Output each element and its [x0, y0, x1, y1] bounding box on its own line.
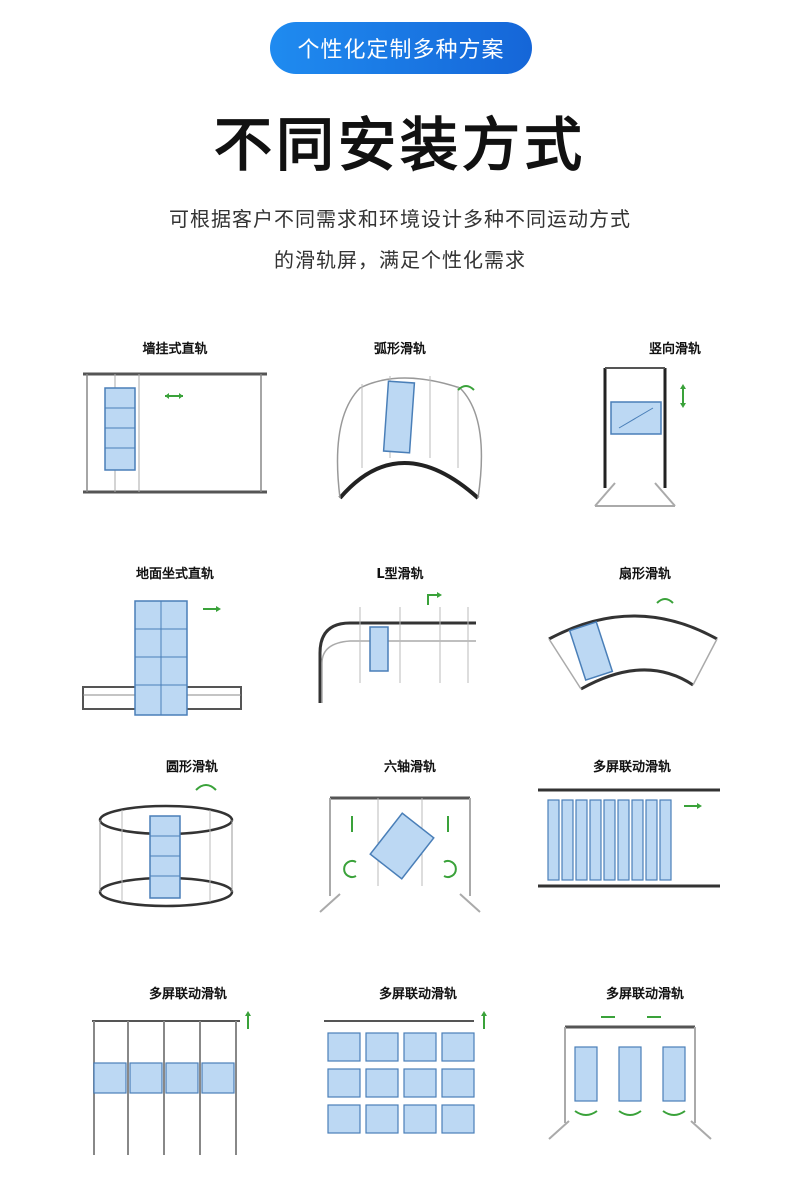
- item-label: 多屏联动滑轨: [378, 987, 457, 1002]
- item-label: 多屏联动滑轨: [605, 987, 684, 1002]
- l-shaped-rail-icon: [318, 592, 476, 703]
- item-label: L型滑轨: [376, 567, 424, 582]
- subtitle-line-2: 的滑轨屏，满足个性化需求: [274, 248, 526, 272]
- item-wall-straight-rail: 墙挂式直轨: [75, 338, 275, 538]
- arc-rail-icon: [336, 376, 483, 500]
- vertical-rail-icon: [594, 367, 686, 507]
- item-six-axis-rail: 六轴滑轨: [310, 756, 510, 956]
- item-multi-screen-vertical-linkage-rail: 多屏联动滑轨: [88, 983, 288, 1183]
- multi-screen-vertical-linkage-rail-icon: [92, 1011, 251, 1155]
- item-multi-screen-linkage-rail: 多屏联动滑轨: [532, 756, 732, 956]
- multi-screen-grid-rail-icon: [324, 1011, 487, 1134]
- item-fan-rail: 扇形滑轨: [545, 563, 745, 763]
- item-label: 多屏联动滑轨: [592, 760, 671, 775]
- page-title: 不同安装方式: [213, 111, 586, 179]
- item-label: 扇形滑轨: [618, 567, 671, 582]
- item-arc-rail: 弧形滑轨: [300, 338, 500, 538]
- circular-rail-icon: [98, 784, 234, 908]
- fan-rail-icon: [548, 598, 718, 691]
- item-label: 弧形滑轨: [373, 342, 426, 357]
- item-multi-screen-grid-rail: 多屏联动滑轨: [318, 983, 518, 1183]
- subtitle-line-1: 可根据客户不同需求和环境设计多种不同运动方式: [169, 207, 631, 231]
- item-label: 墙挂式直轨: [142, 342, 208, 357]
- wall-straight-rail-icon: [83, 372, 267, 494]
- item-circular-rail: 圆形滑轨: [92, 756, 292, 956]
- item-multi-screen-rotating-rail: 多屏联动滑轨: [545, 983, 745, 1183]
- six-axis-rail-icon: [319, 796, 481, 913]
- item-label: 地面坐式直轨: [135, 567, 214, 582]
- item-vertical-rail: 竖向滑轨: [575, 338, 775, 538]
- item-label: 竖向滑轨: [648, 342, 701, 357]
- floor-straight-rail-icon: [82, 600, 242, 716]
- item-floor-straight-rail: 地面坐式直轨: [75, 563, 275, 763]
- item-l-shaped-rail: L型滑轨: [300, 563, 500, 763]
- item-label: 多屏联动滑轨: [148, 987, 227, 1002]
- badge-custom-plans: 个性化定制多种方案: [270, 22, 532, 74]
- multi-screen-rotating-rail-icon: [548, 1016, 712, 1140]
- item-label: 圆形滑轨: [165, 760, 218, 775]
- multi-screen-linkage-rail-icon: [538, 788, 720, 888]
- item-label: 六轴滑轨: [383, 760, 436, 775]
